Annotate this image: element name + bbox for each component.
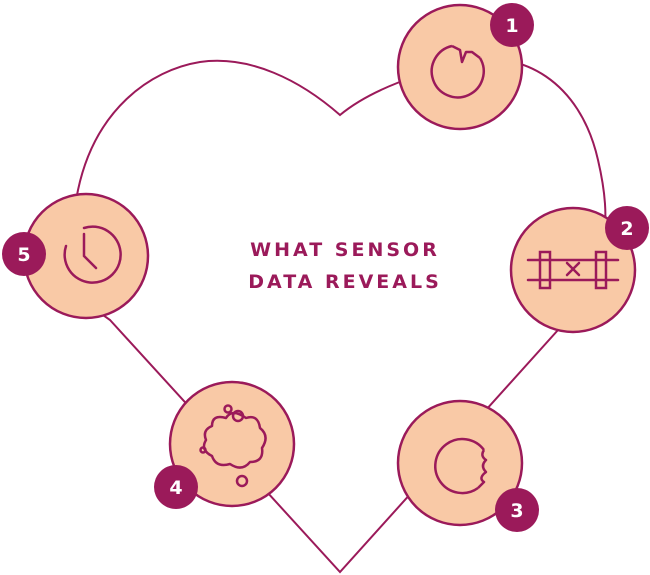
node-1-circle: [396, 3, 524, 131]
badge-1: [490, 3, 534, 47]
node-4: 4: [154, 380, 296, 509]
node-2: 2: [509, 206, 649, 334]
badge-4-number: 4: [169, 477, 182, 499]
bubbles-icon: [199, 404, 267, 488]
badge-4: [154, 465, 198, 509]
clock-icon: [63, 225, 122, 284]
diagram-title-line1: WHAT SENSOR: [250, 239, 440, 261]
broken-ring-icon: [430, 44, 485, 99]
badge-1-number: 1: [505, 15, 518, 37]
blocked-pipe-icon: [526, 250, 620, 290]
badge-3-number: 3: [510, 500, 523, 522]
node-3-circle: [396, 399, 524, 527]
node-5: 5: [2, 192, 150, 320]
node-4-circle: [168, 380, 296, 508]
badge-5: [2, 232, 46, 276]
badge-2-number: 2: [620, 218, 633, 240]
node-1: 1: [396, 3, 534, 131]
badge-2: [605, 206, 649, 250]
badge-3: [495, 488, 539, 532]
node-3: 3: [396, 399, 539, 532]
badge-5-number: 5: [17, 244, 30, 266]
diagram-title-line2: DATA REVEALS: [248, 271, 442, 293]
corroded-pipe-icon: [434, 437, 488, 495]
